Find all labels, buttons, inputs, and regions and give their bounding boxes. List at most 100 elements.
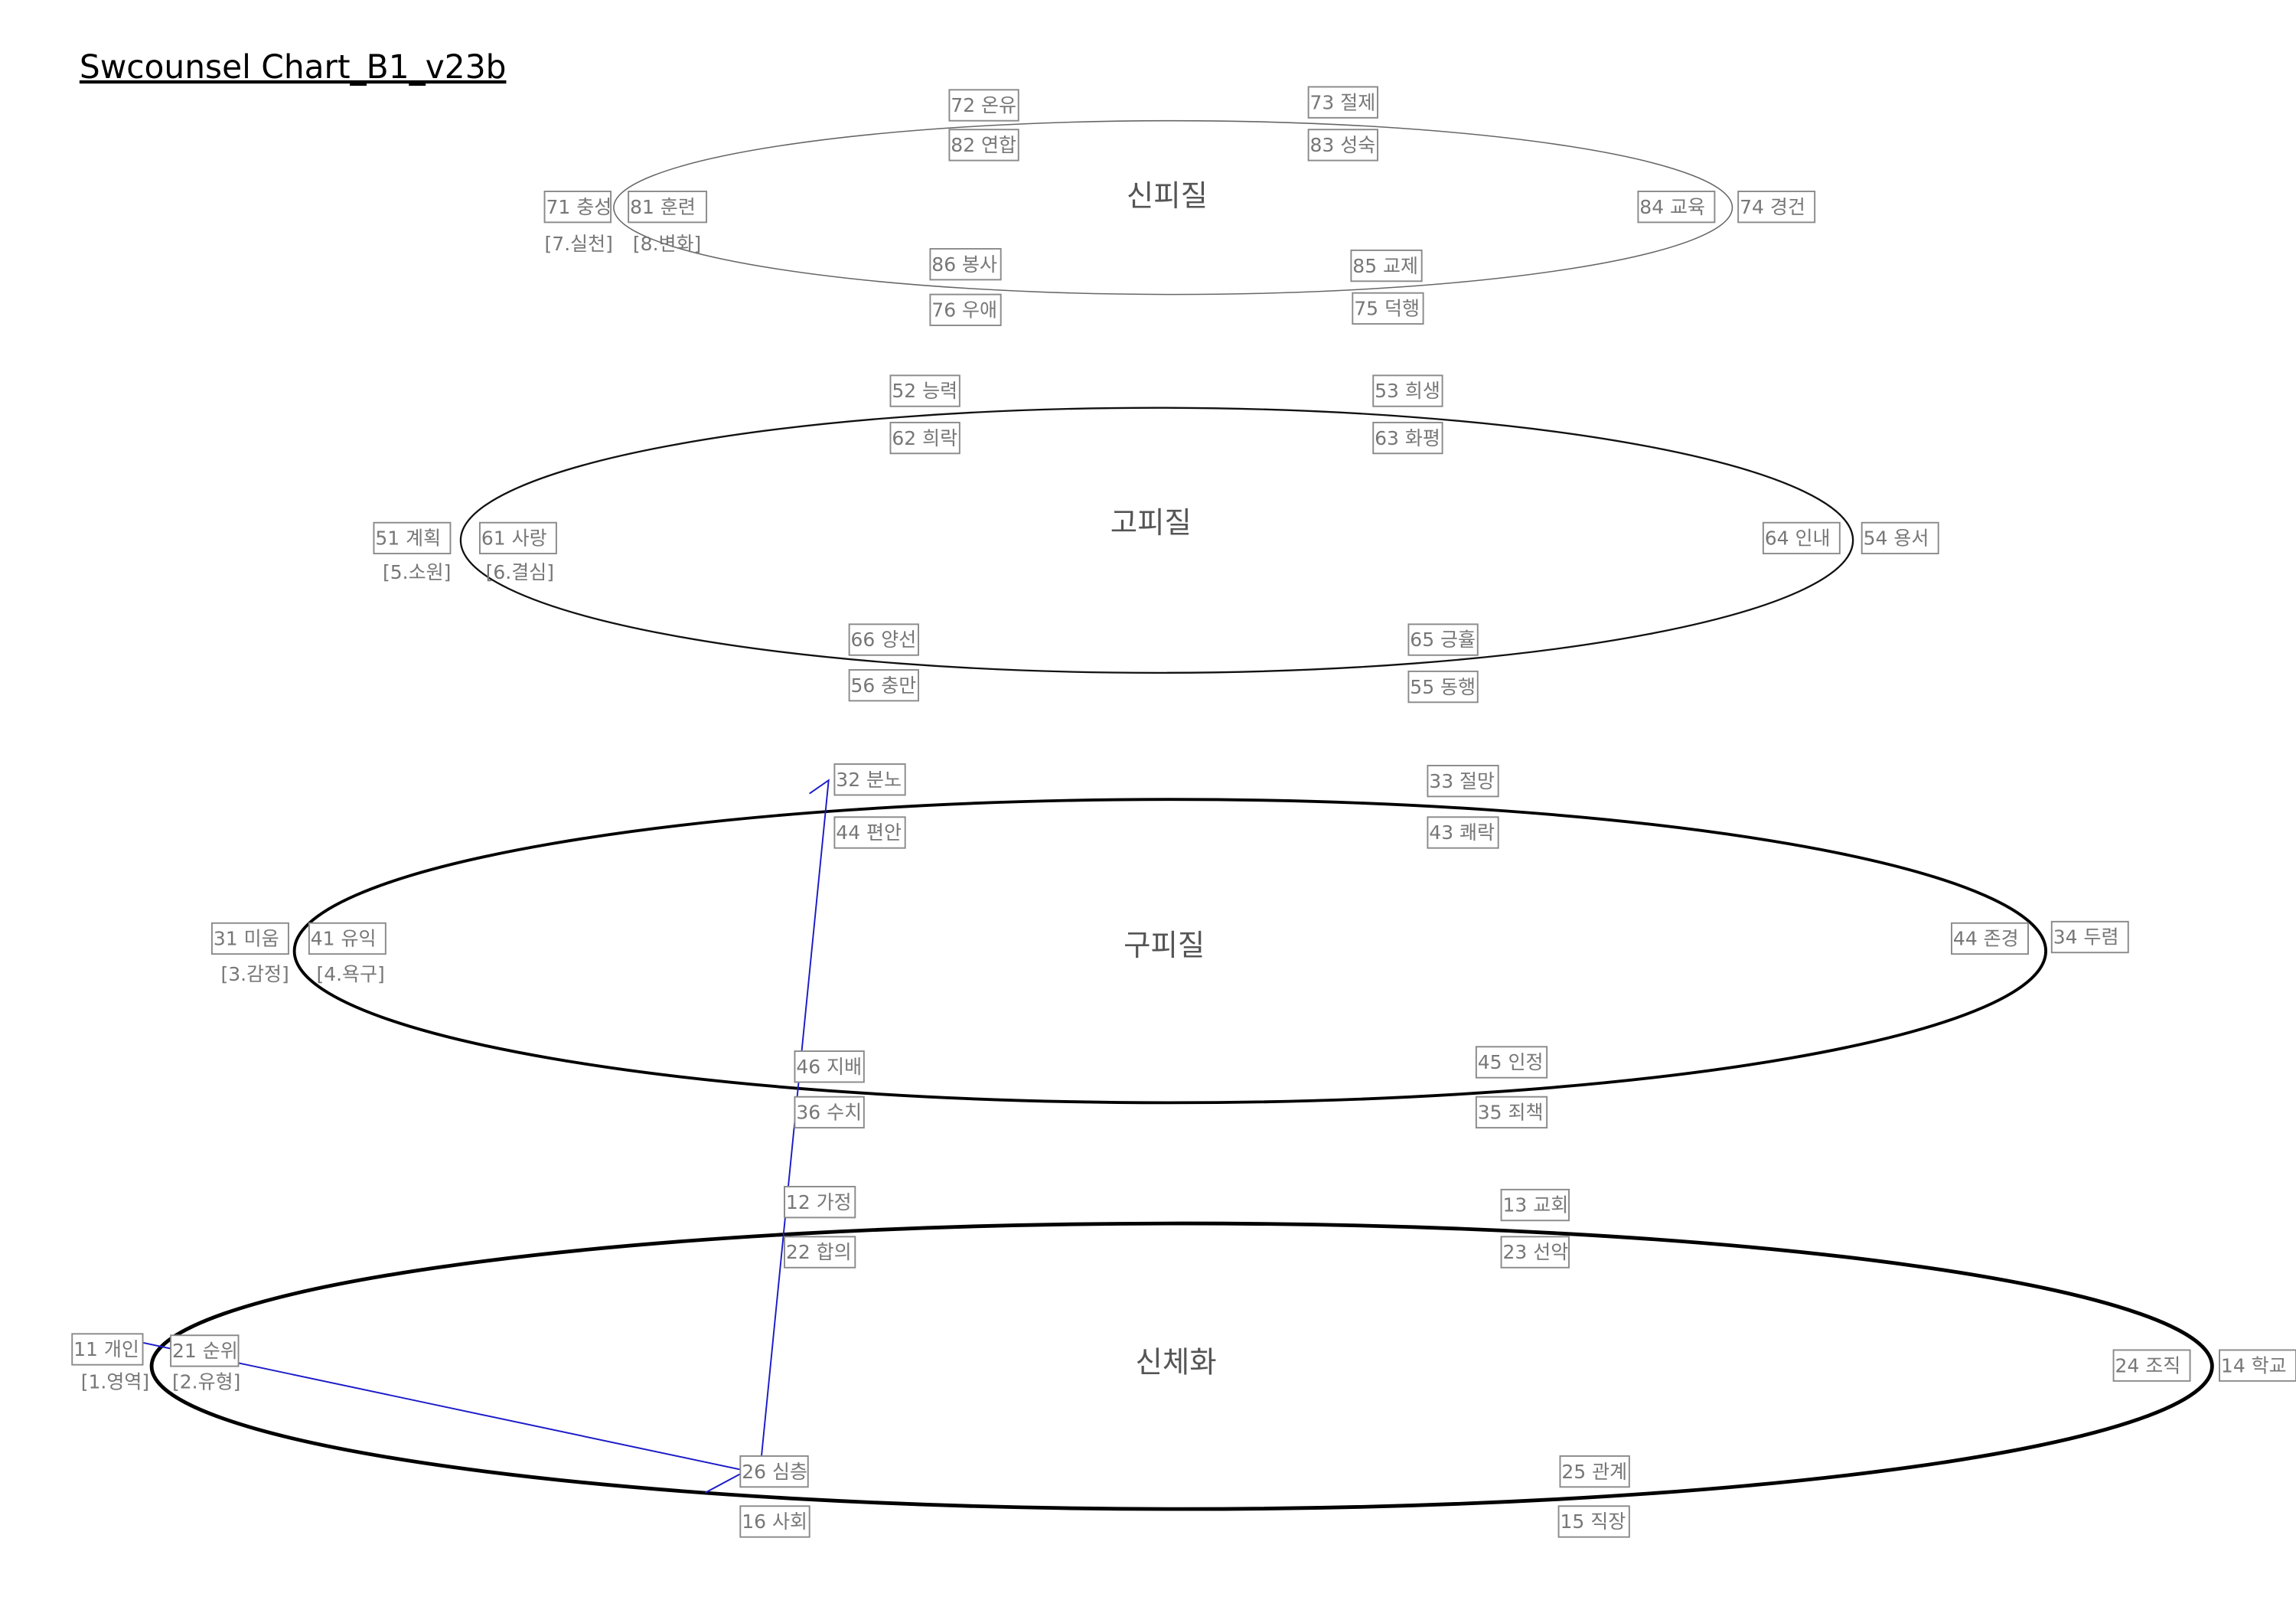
node-box[interactable]: 53 희생 [1372,374,1443,407]
node-frame [1637,191,1716,224]
node-box[interactable]: 74 경건 [1737,191,1816,224]
node-box[interactable]: 55 동행 [1407,670,1479,704]
node-label: 34 두렴 [2053,926,2119,949]
node-label: 71 충성 [546,196,612,218]
node-frame [1407,670,1479,704]
node-box[interactable]: 34 두렴 [2050,920,2129,954]
node-frame [1951,922,2029,955]
node-frame [794,1096,865,1129]
node-box[interactable]: 64 인내 [1762,521,1841,555]
node-box[interactable]: 43 쾌락 [1427,816,1499,849]
layer-title: 신체화 [1135,1345,1216,1380]
node-label: 44 편안 [836,821,902,844]
layer-ellipse [292,798,2047,1105]
node-box[interactable]: 46 지배 [794,1050,865,1083]
node-frame [794,1050,865,1083]
node-box[interactable]: 52 능력 [889,374,960,407]
node-label: 64 인내 [1765,527,1831,550]
node-label: 36 수치 [796,1102,862,1124]
node-box[interactable]: 21 순위 [170,1334,240,1367]
node-frame [1350,249,1423,282]
node-box[interactable]: 63 화평 [1372,421,1443,455]
node-box[interactable]: 86 봉사 [929,248,1002,281]
node-frame [2112,1349,2191,1382]
node-box[interactable]: 56 충만 [848,669,919,702]
node-box[interactable]: 33 절망 [1427,765,1499,798]
node-frame [929,248,1002,281]
layer-title: 신피질 [1127,179,1208,214]
node-label: 75 덕행 [1354,298,1420,320]
node-box[interactable]: 22 합의 [784,1236,856,1269]
node-box[interactable]: 75 덕행 [1352,292,1424,325]
node-label: 74 경건 [1740,196,1805,218]
node-box[interactable]: 12 가정 [784,1186,856,1219]
node-box[interactable]: 25 관계 [1559,1455,1630,1488]
node-box[interactable]: 45 인정 [1475,1046,1548,1079]
node-label: 31 미움 [214,928,279,950]
node-frame [1407,623,1479,656]
node-box[interactable]: 62 희락 [889,421,960,455]
node-frame [739,1505,810,1538]
node-label: 14 학교 [2221,1354,2287,1376]
node-frame [739,1455,809,1488]
node-box[interactable]: 51 계획 [373,521,452,555]
chart-title: Swcounsel Chart_B1_v23b [80,48,507,86]
node-frame [1861,521,1939,555]
node-box[interactable]: 26 심층 [739,1455,809,1488]
node-box[interactable]: 71 충성 [543,191,612,224]
layer-title: 구피질 [1124,929,1205,963]
node-frame [833,763,906,796]
node-box[interactable]: 82 연합 [948,129,1019,162]
node-label: 51 계획 [375,527,441,550]
node-label: 12 가정 [786,1191,852,1213]
node-box[interactable]: 81 훈련 [628,191,708,224]
node-box[interactable]: 76 우애 [929,293,1002,326]
node-frame [2050,920,2129,954]
node-frame [1307,86,1378,119]
node-label: 66 양선 [851,629,917,651]
node-label: 16 사회 [742,1510,807,1533]
node-label: 32 분노 [836,769,902,791]
node-box[interactable]: 31 미움 [210,922,289,955]
node-box[interactable]: 15 직장 [1557,1505,1630,1538]
node-box[interactable]: 65 긍휼 [1407,623,1479,656]
node-frame [1475,1096,1548,1129]
node-box[interactable]: 41 유익 [308,922,386,955]
layer-ellipse [149,1221,2214,1511]
layer-title: 고피질 [1110,506,1192,540]
node-frame [2219,1349,2296,1382]
node-frame [1427,765,1499,798]
node-frame [1427,816,1499,849]
node-box[interactable]: 14 학교 [2219,1349,2296,1382]
node-box[interactable]: 35 죄책 [1475,1096,1548,1129]
node-frame [308,922,386,955]
node-label: 22 합의 [786,1241,852,1263]
node-box[interactable]: 11 개인 [71,1333,144,1366]
node-label: 11 개인 [73,1338,139,1360]
node-box[interactable]: 83 성숙 [1307,129,1378,162]
node-box[interactable]: 44 편안 [833,816,906,849]
node-box[interactable]: 44 존경 [1951,922,2029,955]
node-label: 73 절제 [1310,91,1376,113]
node-box[interactable]: 16 사회 [739,1505,810,1538]
node-box[interactable]: 73 절제 [1307,86,1378,119]
node-box[interactable]: 32 분노 [833,763,906,796]
node-box[interactable]: 36 수치 [794,1096,865,1129]
node-label: 21 순위 [172,1340,238,1362]
layer-ellipse [613,119,1733,296]
node-box[interactable]: 84 교육 [1637,191,1716,224]
node-box[interactable]: 54 용서 [1861,521,1939,555]
node-box[interactable]: 72 온유 [948,89,1019,122]
node-box[interactable]: 61 사랑 [478,521,557,555]
node-label: 41 유익 [311,928,377,950]
node-box[interactable]: 66 양선 [848,623,919,656]
node-box[interactable]: 24 조직 [2112,1349,2191,1382]
node-box[interactable]: 13 교회 [1500,1188,1570,1222]
node-box[interactable]: 85 교제 [1350,249,1423,282]
node-frame [1559,1455,1630,1488]
node-frame [1475,1046,1548,1079]
node-box[interactable]: 23 선악 [1500,1236,1570,1269]
node-frame [833,816,906,849]
node-frame [1372,374,1443,407]
node-label: 65 긍휼 [1410,629,1476,651]
